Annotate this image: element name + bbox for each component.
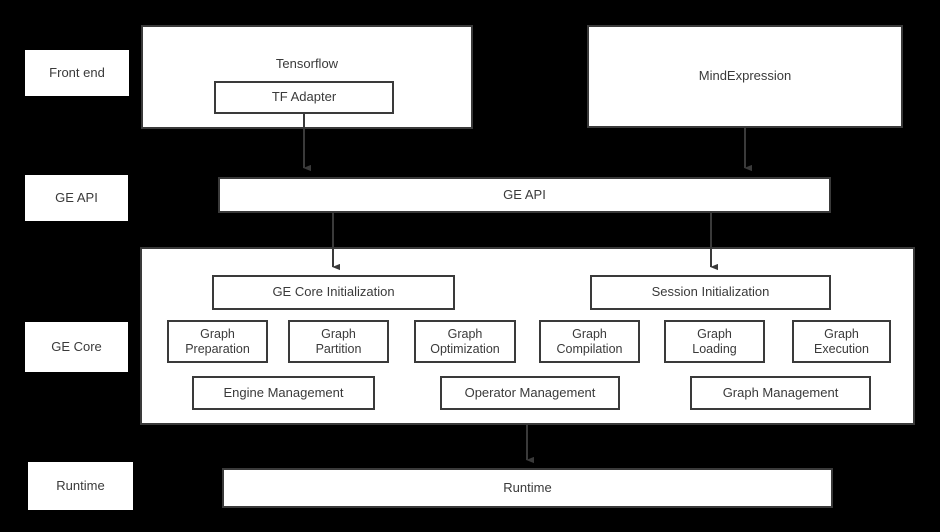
graph-management-label: Graph Management xyxy=(722,384,839,400)
rail-label-ge-api-text: GE API xyxy=(55,189,98,205)
ge-api-bar-label: GE API xyxy=(503,186,546,202)
graph-execution-box[interactable]: Graph Execution xyxy=(792,320,891,363)
graph-partition-label: Graph Partition xyxy=(315,327,362,356)
rail-label-runtime-text: Runtime xyxy=(56,477,105,493)
graph-loading-label: Graph Loading xyxy=(692,327,737,356)
engine-management-label: Engine Management xyxy=(223,384,344,400)
mindexpression-container[interactable]: MindExpression xyxy=(587,25,903,128)
rail-label-ge-core-text: GE Core xyxy=(51,338,102,354)
ge-api-bar[interactable]: GE API xyxy=(218,177,831,213)
session-initialization-label: Session Initialization xyxy=(651,284,770,300)
graph-compilation-label: Graph Compilation xyxy=(556,327,623,356)
ge-core-initialization-box[interactable]: GE Core Initialization xyxy=(212,275,455,310)
engine-management-box[interactable]: Engine Management xyxy=(192,376,375,410)
graph-preparation-box[interactable]: Graph Preparation xyxy=(167,320,268,363)
graph-partition-box[interactable]: Graph Partition xyxy=(288,320,389,363)
tensorflow-title: Tensorflow xyxy=(275,56,339,71)
rail-label-runtime: Runtime xyxy=(28,462,133,510)
operator-management-box[interactable]: Operator Management xyxy=(440,376,620,410)
tf-adapter-label: TF Adapter xyxy=(271,89,337,105)
rail-label-front-end: Front end xyxy=(25,50,129,96)
graph-optimization-label: Graph Optimization xyxy=(430,327,500,356)
graph-management-box[interactable]: Graph Management xyxy=(690,376,871,410)
runtime-bar-label: Runtime xyxy=(503,479,552,495)
graph-execution-label: Graph Execution xyxy=(814,327,869,356)
tf-adapter-box[interactable]: TF Adapter xyxy=(214,81,394,114)
ge-core-initialization-label: GE Core Initialization xyxy=(272,284,395,300)
graph-loading-box[interactable]: Graph Loading xyxy=(664,320,765,363)
graph-compilation-box[interactable]: Graph Compilation xyxy=(539,320,640,363)
runtime-bar[interactable]: Runtime xyxy=(222,468,833,508)
rail-label-front-end-text: Front end xyxy=(49,64,105,80)
graph-preparation-label: Graph Preparation xyxy=(185,327,250,356)
graph-optimization-box[interactable]: Graph Optimization xyxy=(414,320,516,363)
rail-label-ge-core: GE Core xyxy=(25,322,128,372)
rail-label-ge-api: GE API xyxy=(25,175,128,221)
operator-management-label: Operator Management xyxy=(464,384,596,400)
session-initialization-box[interactable]: Session Initialization xyxy=(590,275,831,310)
mindexpression-title: MindExpression xyxy=(698,68,792,84)
